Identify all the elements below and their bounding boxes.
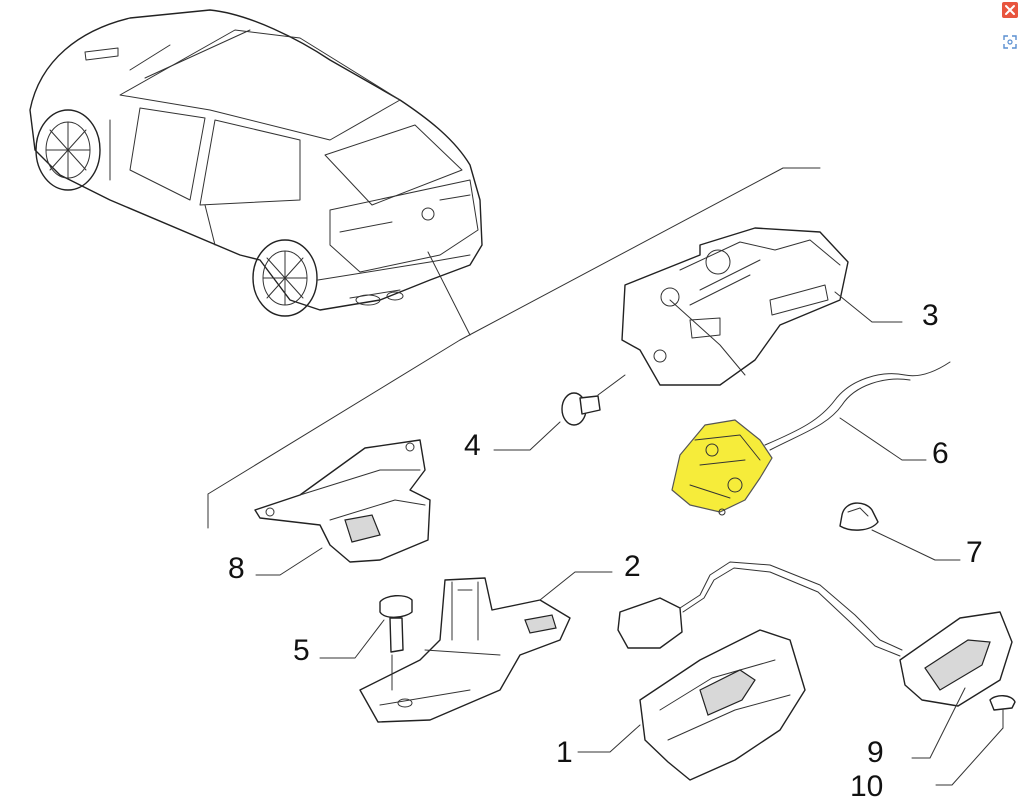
callout-1: 1 (556, 736, 573, 769)
callout-10: 10 (850, 770, 883, 803)
part-7-cap (839, 502, 961, 561)
callout-3: 3 (922, 299, 939, 332)
callout-6: 6 (932, 437, 949, 470)
callout-2: 2 (624, 550, 641, 583)
part-8-striker (254, 439, 431, 576)
part-4-pin (493, 374, 626, 451)
part-9-switch (617, 561, 1013, 759)
close-icon[interactable] (1002, 2, 1018, 18)
detail-frame (207, 167, 821, 529)
fit-view-icon[interactable] (1002, 34, 1018, 50)
close-glyph (1005, 5, 1015, 15)
part-1-trim-panel (577, 629, 806, 781)
callout-7: 7 (966, 536, 983, 569)
callout-labels: 1 2 3 4 5 6 7 8 9 10 (228, 299, 983, 803)
part-2-bracket (359, 571, 613, 723)
part-6-lock-motor (671, 361, 951, 516)
part-3-tailgate-actuator (621, 227, 903, 386)
vehicle-illustration (29, 9, 483, 336)
part-5-bolt (319, 595, 413, 691)
callout-5: 5 (293, 634, 310, 667)
callout-8: 8 (228, 552, 245, 585)
part-10-screw (935, 695, 1016, 786)
callout-4: 4 (464, 429, 481, 462)
fit-view-glyph (1003, 35, 1017, 49)
callout-9: 9 (867, 736, 884, 769)
